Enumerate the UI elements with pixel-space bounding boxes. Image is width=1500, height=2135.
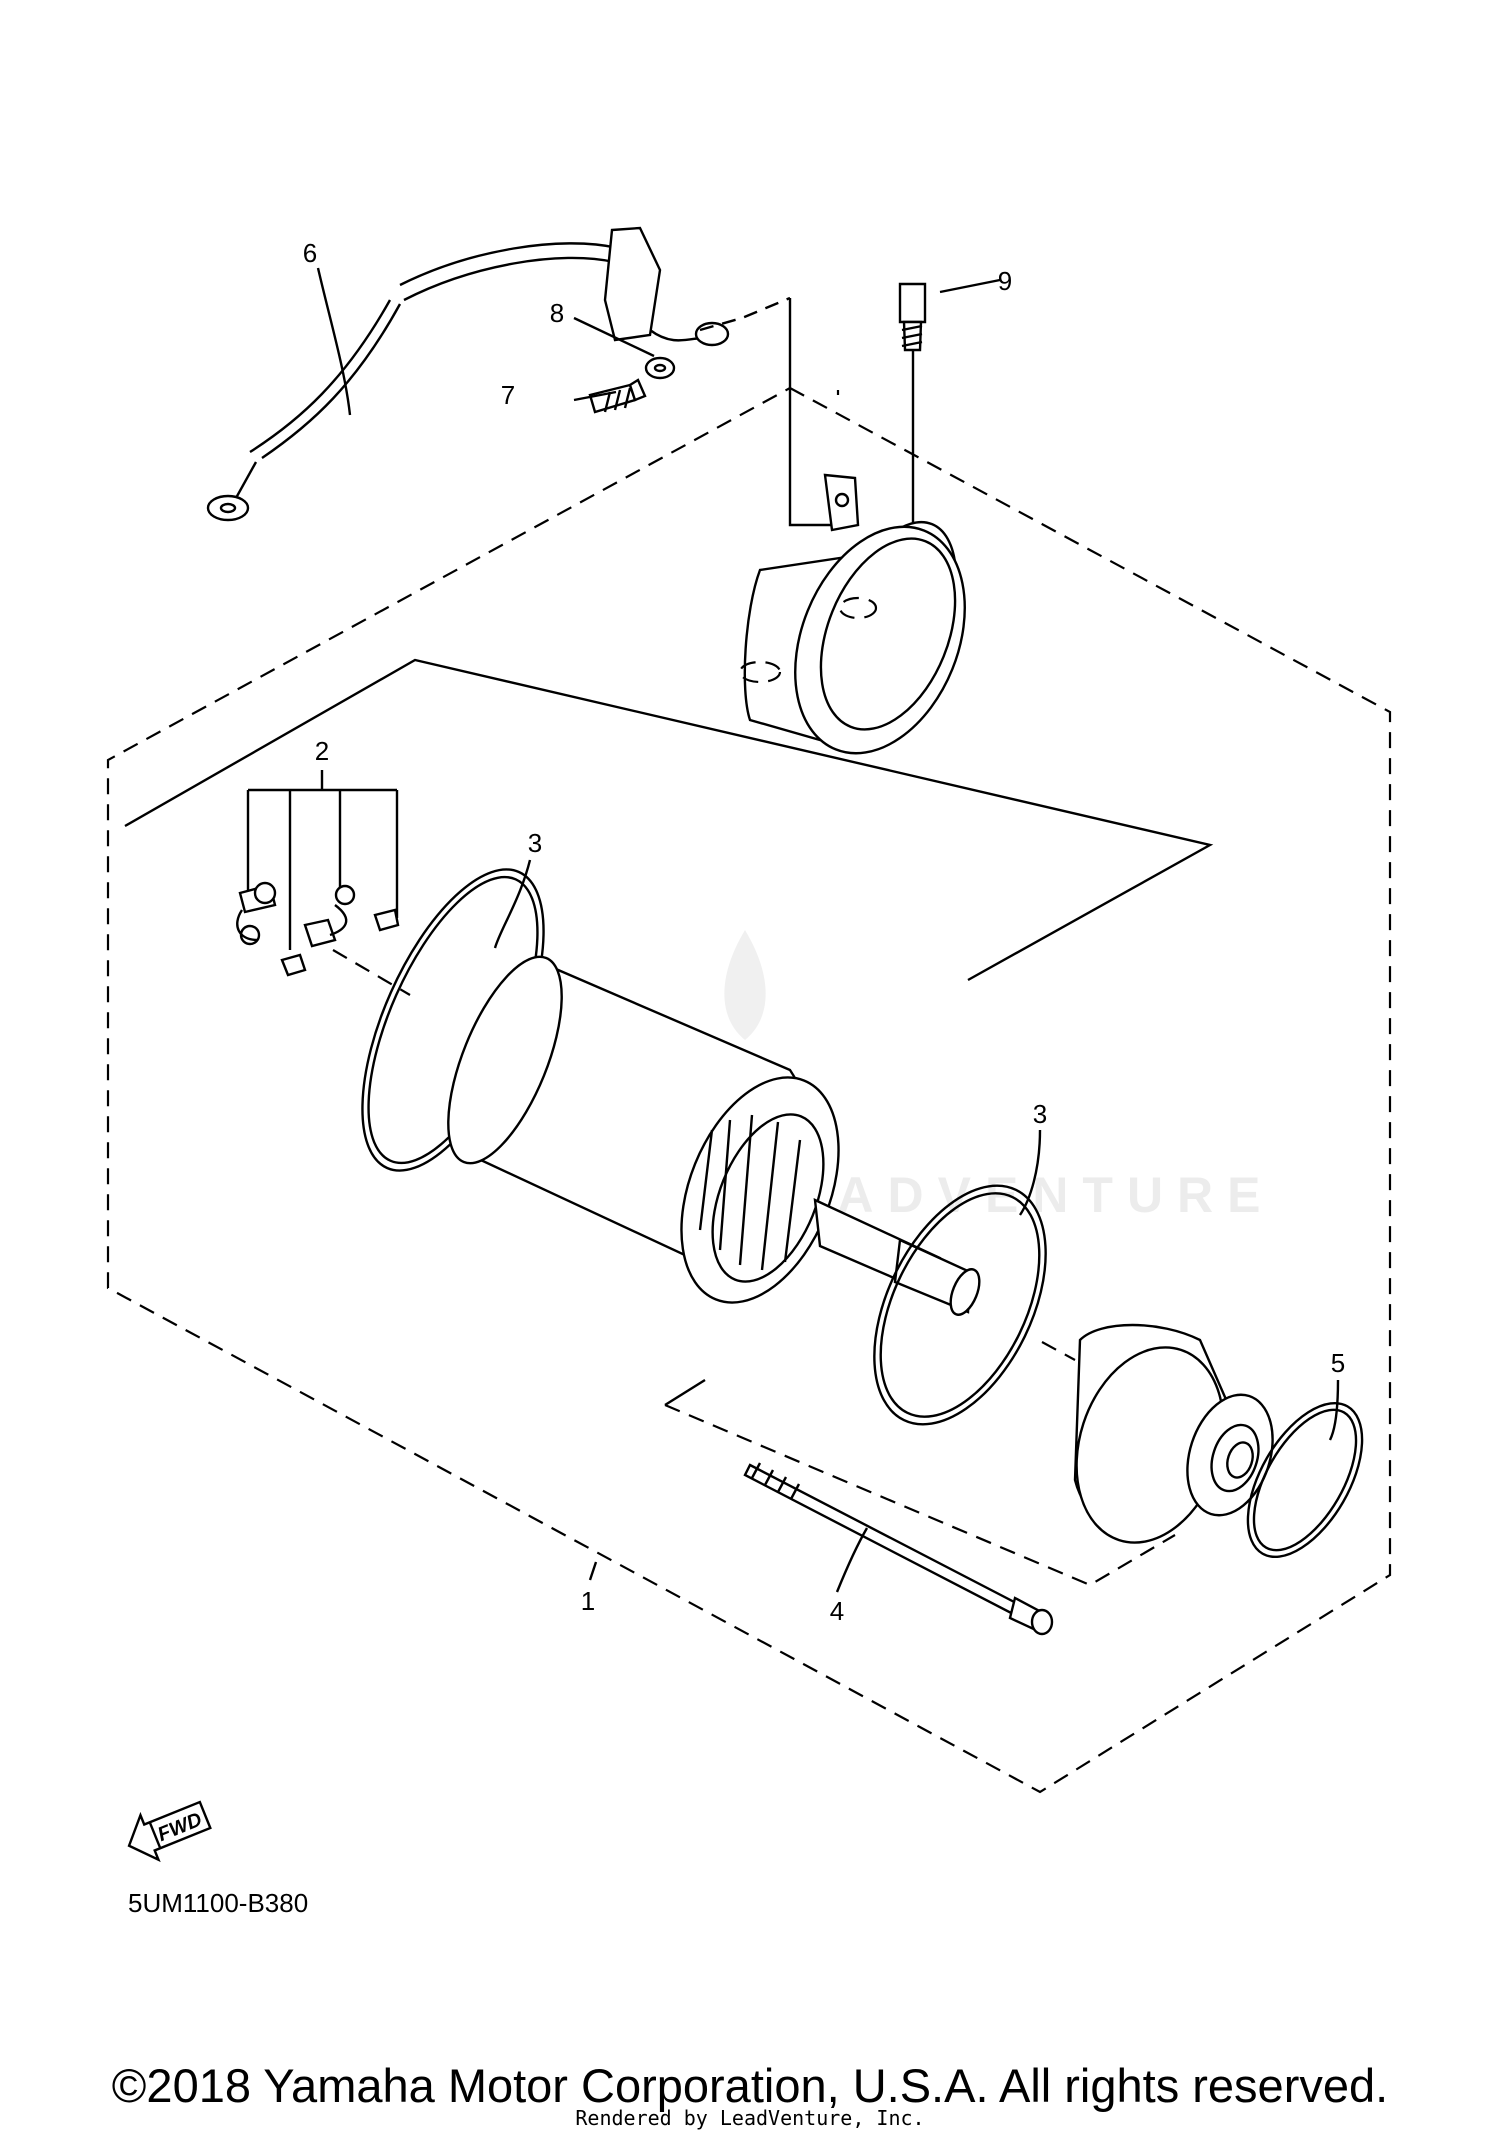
rendered-by-notice: Rendered by LeadVenture, Inc.	[575, 2106, 925, 2130]
callout-5: 5	[1331, 1348, 1345, 1378]
bolt-plane-outline	[664, 1378, 706, 1407]
screw-7	[588, 378, 647, 414]
brush-plane-outline	[124, 658, 1214, 982]
assembly-outline	[106, 386, 1392, 1794]
fwd-arrow-icon: FWD	[127, 1800, 212, 1863]
front-cover	[1073, 1323, 1274, 1544]
o-ring-5	[1246, 1401, 1364, 1559]
callout-9: 9	[998, 266, 1012, 296]
callout-4: 4	[830, 1596, 844, 1626]
callout-7: 7	[501, 380, 515, 410]
armature-body	[447, 955, 981, 1316]
lead-wire	[206, 226, 730, 522]
o-ring-3-right	[873, 1184, 1047, 1426]
brush-holder	[236, 770, 400, 977]
callout-6: 6	[303, 238, 317, 268]
callout-1: 1	[581, 1586, 595, 1616]
bolt-9	[898, 282, 927, 540]
callout-8: 8	[550, 298, 564, 328]
callout-labels: 1 2 3 3 4 5 6 7 8 9	[303, 238, 1345, 1626]
washer-8	[644, 356, 676, 380]
through-bolt-4	[743, 1462, 1054, 1636]
copyright-notice: ©2018 Yamaha Motor Corporation, U.S.A. A…	[111, 2059, 1389, 2112]
diagram-code: 5UM1100-B380	[128, 1888, 309, 1918]
bolt-plane-dash	[664, 1403, 1176, 1587]
callout-3-right: 3	[1033, 1099, 1047, 1129]
leader-lines	[316, 267, 1340, 1593]
callout-2: 2	[315, 736, 329, 766]
end-cover	[738, 473, 966, 755]
callout-3-left: 3	[528, 828, 542, 858]
